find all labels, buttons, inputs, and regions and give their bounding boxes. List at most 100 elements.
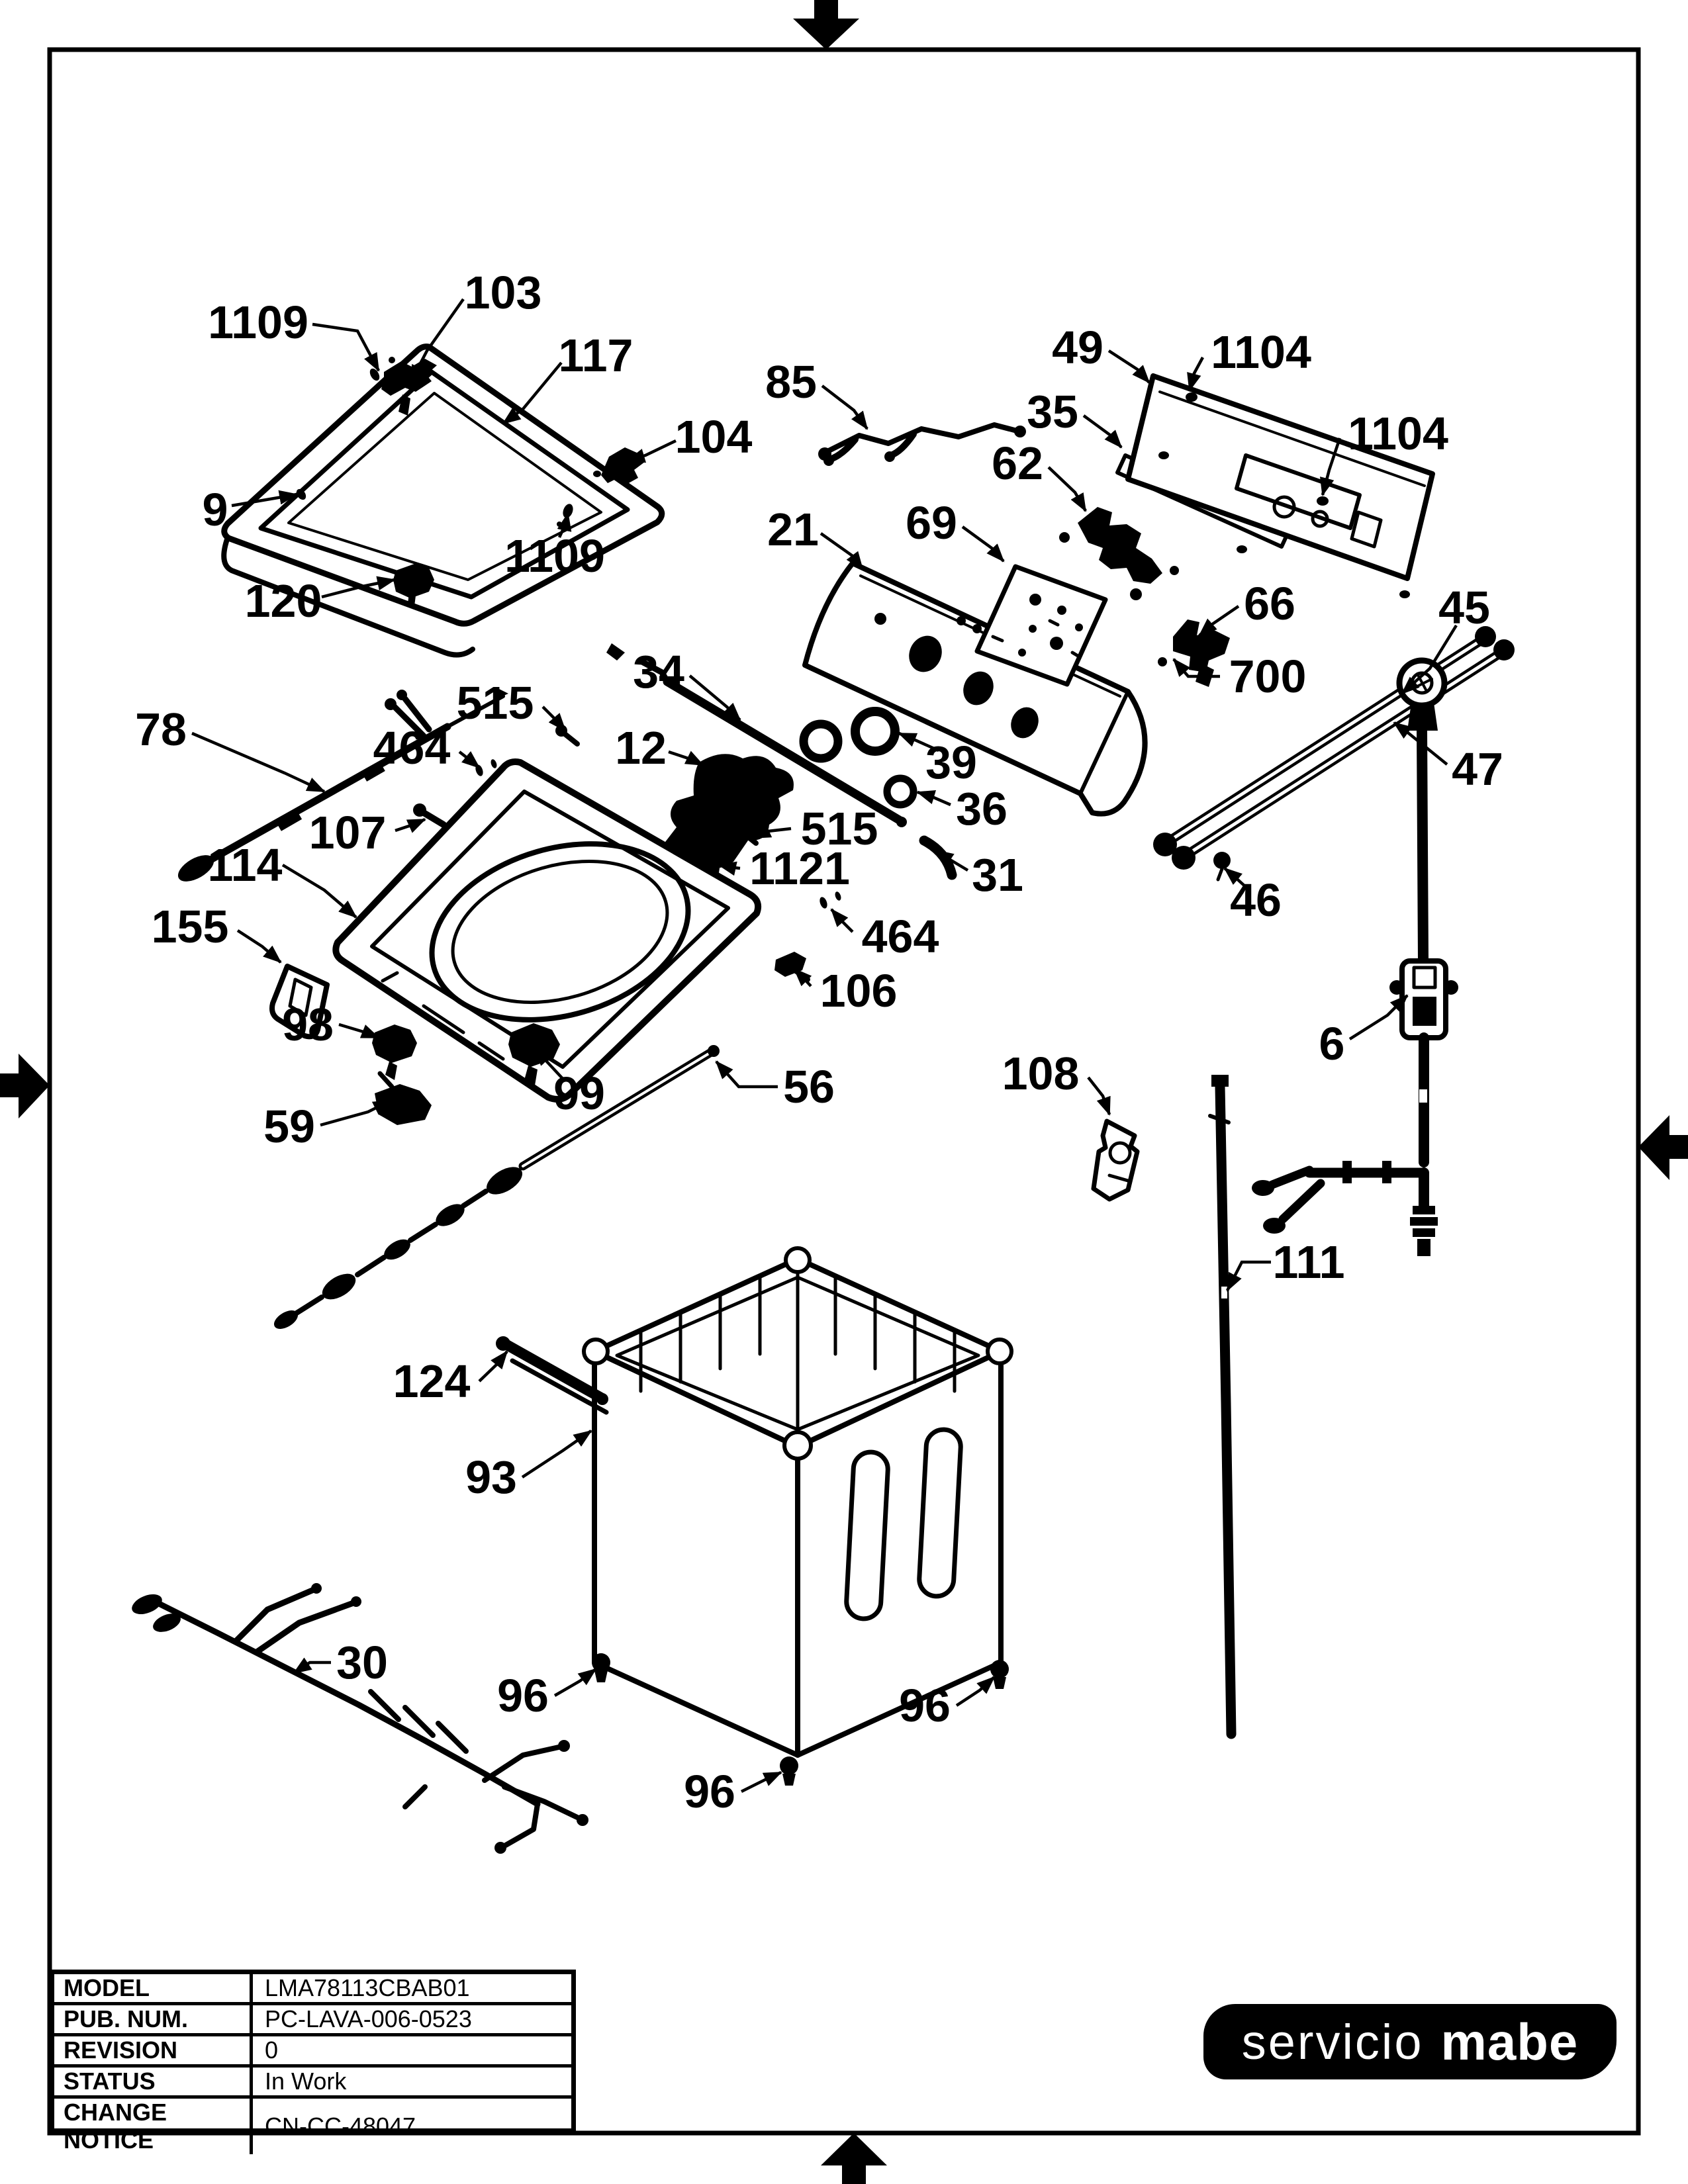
wire-harness-78 <box>177 688 508 882</box>
callout-label-1104: 1104 <box>1348 408 1448 459</box>
cabinet <box>582 1246 1013 1758</box>
callout-label-56: 56 <box>783 1061 835 1113</box>
callout-leader-96 <box>740 1770 782 1794</box>
callout-label-36: 36 <box>956 783 1008 835</box>
callout-label-45: 45 <box>1438 582 1490 633</box>
callout-label-96: 96 <box>497 1670 549 1721</box>
registration-arrow-bottom <box>821 2133 887 2184</box>
callout-leader-700 <box>1172 658 1220 678</box>
table-row: PUB. NUM. PC-LAVA-006-0523 <box>54 2005 571 2036</box>
callout-leader-124 <box>478 1350 508 1383</box>
row-label: PUB. NUM. <box>54 2005 253 2033</box>
lid-assembly <box>221 343 665 658</box>
callout-label-47: 47 <box>1452 743 1503 795</box>
callout-label-62: 62 <box>992 437 1043 489</box>
control-panel <box>802 561 1148 817</box>
row-label: CHANGE NOTICE <box>54 2099 253 2154</box>
wire-harness-85 <box>818 422 1026 466</box>
callout-label-108: 108 <box>1002 1048 1080 1099</box>
callout-label-464: 464 <box>373 722 451 774</box>
water-valve-12 <box>661 754 794 891</box>
callout-leader-45 <box>1401 624 1458 695</box>
callout-leader-21 <box>820 532 864 570</box>
callout-label-34: 34 <box>633 646 684 698</box>
knob-rings <box>799 707 917 809</box>
callout-label-103: 103 <box>465 267 542 318</box>
callout-leader-6 <box>1348 994 1409 1040</box>
callout-label-85: 85 <box>765 356 817 408</box>
callout-leader-515 <box>541 705 567 732</box>
callout-leader-56 <box>715 1060 778 1089</box>
callout-leader-106 <box>793 968 812 987</box>
registration-arrow-top <box>793 0 859 50</box>
ball-46 <box>1213 852 1231 882</box>
callout-leader-99 <box>534 1047 566 1082</box>
callout-leader-31 <box>935 849 969 872</box>
callout-leader-47 <box>1393 721 1448 766</box>
row-value: 0 <box>265 2036 279 2064</box>
callout-leader-9 <box>231 490 298 508</box>
callout-leader-96 <box>553 1668 597 1697</box>
callout-label-99: 99 <box>553 1068 605 1119</box>
row-value: LMA78113CBAB01 <box>265 1974 470 2001</box>
screw-1121 <box>707 857 718 872</box>
callout-label-6: 6 <box>1319 1018 1345 1069</box>
callout-label-114: 114 <box>208 839 283 891</box>
callout-label-515: 515 <box>457 677 534 729</box>
callout-label-30: 30 <box>336 1637 388 1688</box>
screw-464-right <box>820 891 841 909</box>
callout-label-66: 66 <box>1244 578 1295 629</box>
callout-label-98: 98 <box>282 999 334 1050</box>
screw-515-left <box>555 725 580 747</box>
callout-label-9: 9 <box>203 484 228 535</box>
screw-9 <box>296 488 306 500</box>
callout-leader-78 <box>191 731 326 794</box>
callout-leader-98 <box>338 1023 380 1040</box>
callout-label-93: 93 <box>465 1451 517 1503</box>
leveling-feet <box>592 1653 1009 1786</box>
table-row: MODEL LMA78113CBAB01 <box>54 1974 571 2005</box>
logo-prefix: servicio <box>1241 2014 1424 2070</box>
table-row: STATUS In Work <box>54 2068 571 2099</box>
pad-155 <box>269 964 330 1040</box>
tub-cover <box>332 758 762 1103</box>
callout-label-96: 96 <box>684 1766 735 1817</box>
callout-leader-34 <box>688 674 741 721</box>
callout-leader-96 <box>955 1676 996 1707</box>
callout-leader-49 <box>1107 349 1150 384</box>
tie-rod-34 <box>606 643 907 827</box>
callout-leader-1109 <box>557 512 572 538</box>
screw-515-right <box>734 824 759 846</box>
callout-leader-117 <box>502 361 563 425</box>
callout-leader-1121 <box>718 861 741 876</box>
callout-leader-108 <box>1087 1076 1111 1116</box>
callout-leader-12 <box>668 750 704 767</box>
callout-label-1121: 1121 <box>749 842 850 894</box>
row-label: REVISION <box>54 2036 253 2064</box>
table-row: REVISION 0 <box>54 2036 571 2068</box>
row-value: PC-LAVA-006-0523 <box>265 2005 472 2032</box>
callout-label-46: 46 <box>1230 874 1282 926</box>
callout-label-464: 464 <box>862 911 939 962</box>
callout-leader-1109 <box>312 322 380 372</box>
callout-leader-111 <box>1225 1260 1271 1292</box>
callout-label-12: 12 <box>615 722 667 774</box>
callout-leader-107 <box>395 817 426 833</box>
callout-label-106: 106 <box>820 965 898 1017</box>
clip-120 <box>393 564 434 606</box>
callout-leader-1104 <box>1187 356 1204 392</box>
callout-leader-39 <box>898 731 939 752</box>
callout-leader-62 <box>1047 466 1087 512</box>
corner-trim-124 <box>496 1336 609 1415</box>
row-label: STATUS <box>54 2068 253 2095</box>
callout-leader-114 <box>281 864 357 919</box>
callout-label-700: 700 <box>1229 651 1307 702</box>
callout-leader-69 <box>961 525 1005 563</box>
callout-leader-464 <box>830 908 854 933</box>
callout-label-1104: 1104 <box>1211 326 1311 378</box>
logo-brand: mabe <box>1440 2012 1579 2071</box>
callout-leader-35 <box>1082 414 1123 449</box>
